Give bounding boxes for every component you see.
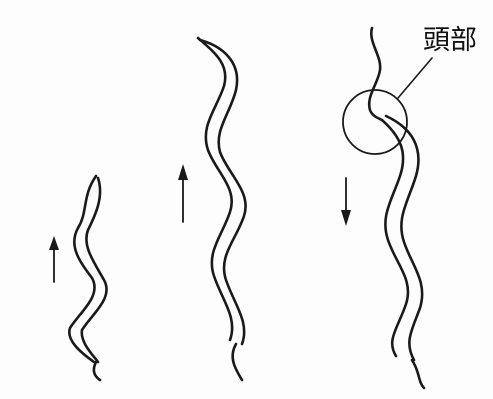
worm-large-tail — [412, 360, 424, 388]
worm-medium — [198, 38, 246, 380]
arrow-up-medium — [178, 164, 188, 222]
worm-large-head-tip — [369, 28, 382, 120]
worm-large-outline-right — [386, 116, 422, 360]
worm-medium-outline-left — [198, 38, 232, 340]
arrow-down-large-head — [341, 210, 351, 226]
worm-small-tail — [94, 362, 100, 380]
worm-medium-tail — [233, 344, 242, 380]
head-label: 頭部 — [423, 27, 477, 54]
arrow-up-small-head — [49, 236, 59, 250]
arrow-up-medium-head — [178, 164, 188, 180]
worm-small — [69, 176, 106, 380]
arrow-up-small — [49, 236, 59, 282]
arrow-down-large — [341, 178, 351, 226]
head-leader-line — [398, 58, 432, 98]
worm-large — [369, 28, 424, 388]
